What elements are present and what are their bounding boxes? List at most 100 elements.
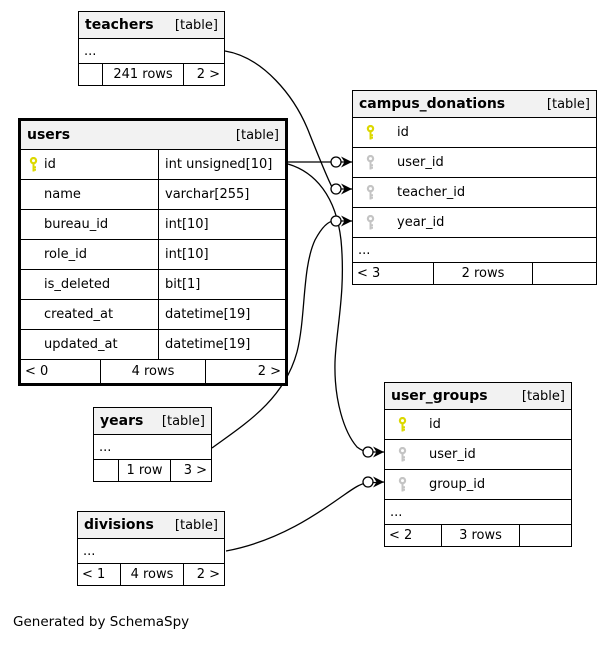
footer-rows: 4 rows: [100, 360, 206, 383]
crowsfoot-arrow: [341, 215, 352, 227]
column-row: year_id: [353, 208, 596, 238]
column-row: id int unsigned[10]: [21, 150, 285, 180]
column-row: updated_at datetime[19]: [21, 330, 285, 360]
zero-circle: [330, 183, 342, 195]
column-row: created_at datetime[19]: [21, 300, 285, 330]
footer-parents: < 3: [357, 266, 381, 281]
table-name[interactable]: user_groups: [391, 388, 488, 404]
table-name[interactable]: divisions: [84, 517, 154, 533]
table-name[interactable]: campus_donations: [359, 96, 506, 112]
column-name: id: [397, 125, 409, 140]
column-name: user_id: [429, 447, 476, 462]
table-user-groups[interactable]: user_groups [table] id user_id group_id …: [384, 382, 572, 547]
column-row: bureau_id int[10]: [21, 210, 285, 240]
primary-key-icon: [365, 124, 376, 141]
column-row: name varchar[255]: [21, 180, 285, 210]
column-type: int[10]: [158, 210, 285, 239]
column-type: int unsigned[10]: [158, 150, 285, 179]
column-name: role_id: [44, 247, 87, 262]
footer-parents: < 0: [25, 364, 49, 379]
column-type: datetime[19]: [158, 300, 285, 329]
column-name: bureau_id: [44, 217, 109, 232]
crowsfoot-arrow: [373, 476, 384, 488]
footer-rows: 3 rows: [441, 525, 520, 546]
footer-rows: 2 rows: [433, 263, 533, 284]
table-footer: < 0 4 rows 2 >: [21, 360, 285, 383]
column-name: name: [44, 187, 81, 202]
table-tag: [table]: [546, 96, 590, 112]
zero-circle: [330, 215, 342, 227]
column-name-cell: updated_at: [21, 330, 158, 359]
table-header[interactable]: campus_donations [table]: [353, 91, 596, 118]
foreign-key-icon: [365, 184, 376, 201]
column-name-cell: created_at: [21, 300, 158, 329]
ellipsis-row: ...: [78, 539, 224, 564]
edge-teachers-to-campus-donations-teacher-id: [224, 50, 352, 190]
column-name: id: [429, 417, 441, 432]
table-footer: < 1 4 rows 2 >: [78, 564, 224, 585]
column-row: is_deleted bit[1]: [21, 270, 285, 300]
column-name: teacher_id: [397, 185, 466, 200]
generated-by-label: Generated by SchemaSpy: [13, 614, 190, 630]
table-header[interactable]: teachers [table]: [79, 12, 224, 39]
table-header[interactable]: years [table]: [94, 408, 211, 435]
foreign-key-icon: [397, 476, 408, 493]
table-campus-donations[interactable]: campus_donations [table] id user_id teac…: [352, 90, 597, 285]
column-name: user_id: [397, 155, 444, 170]
table-name[interactable]: users: [27, 127, 71, 143]
edge-years-to-campus-donations-year-id: [211, 220, 352, 449]
footer-rows: 241 rows: [102, 64, 184, 85]
column-row: teacher_id: [353, 178, 596, 208]
column-row: id: [385, 410, 571, 440]
table-name[interactable]: years: [100, 413, 144, 429]
table-years[interactable]: years [table] ... 1 row 3 >: [93, 407, 212, 482]
table-footer: 1 row 3 >: [94, 460, 211, 481]
table-tag: [table]: [161, 413, 205, 429]
table-header[interactable]: users [table]: [21, 121, 285, 150]
column-name-cell: is_deleted: [21, 270, 158, 299]
footer-rows: 4 rows: [120, 564, 184, 585]
table-tag: [table]: [174, 17, 218, 33]
table-footer: < 3 2 rows: [353, 263, 596, 284]
primary-key-icon: [28, 156, 39, 173]
crowsfoot-arrow: [341, 183, 352, 195]
column-row: role_id int[10]: [21, 240, 285, 270]
footer-children: [533, 263, 596, 284]
crowsfoot-arrow: [373, 446, 384, 458]
table-footer: 241 rows 2 >: [79, 64, 224, 85]
edge-users-to-user-groups-user-id: [287, 163, 384, 453]
column-row: group_id: [385, 470, 571, 500]
table-users[interactable]: users [table] id int unsigned[10] name v…: [18, 118, 288, 386]
column-name: updated_at: [44, 337, 118, 352]
column-row: id: [353, 118, 596, 148]
column-name-cell: role_id: [21, 240, 158, 269]
footer-parents: < 2: [389, 528, 413, 543]
zero-circle: [362, 446, 374, 458]
ellipsis-row: ...: [353, 238, 596, 263]
ellipsis-row: ...: [94, 435, 211, 460]
column-name: is_deleted: [44, 277, 111, 292]
crowsfoot-arrow: [341, 156, 352, 168]
table-divisions[interactable]: divisions [table] ... < 1 4 rows 2 >: [77, 511, 225, 586]
zero-circle: [362, 476, 374, 488]
column-type: datetime[19]: [158, 330, 285, 359]
table-header[interactable]: divisions [table]: [78, 512, 224, 539]
zero-circle: [330, 156, 342, 168]
footer-parents: < 1: [82, 567, 106, 582]
column-row: user_id: [353, 148, 596, 178]
foreign-key-icon: [397, 446, 408, 463]
table-name[interactable]: teachers: [85, 17, 154, 33]
footer-children: 2 >: [196, 67, 220, 82]
table-tag: [table]: [521, 388, 565, 404]
edge-divisions-to-user-groups-group-id: [225, 481, 385, 552]
column-name: year_id: [397, 215, 445, 230]
column-type: varchar[255]: [158, 180, 285, 209]
column-name-cell: bureau_id: [21, 210, 158, 239]
column-name: group_id: [429, 477, 486, 492]
table-teachers[interactable]: teachers [table] ... 241 rows 2 >: [78, 11, 225, 86]
table-header[interactable]: user_groups [table]: [385, 383, 571, 410]
foreign-key-icon: [365, 214, 376, 231]
footer-parents: [79, 64, 102, 85]
